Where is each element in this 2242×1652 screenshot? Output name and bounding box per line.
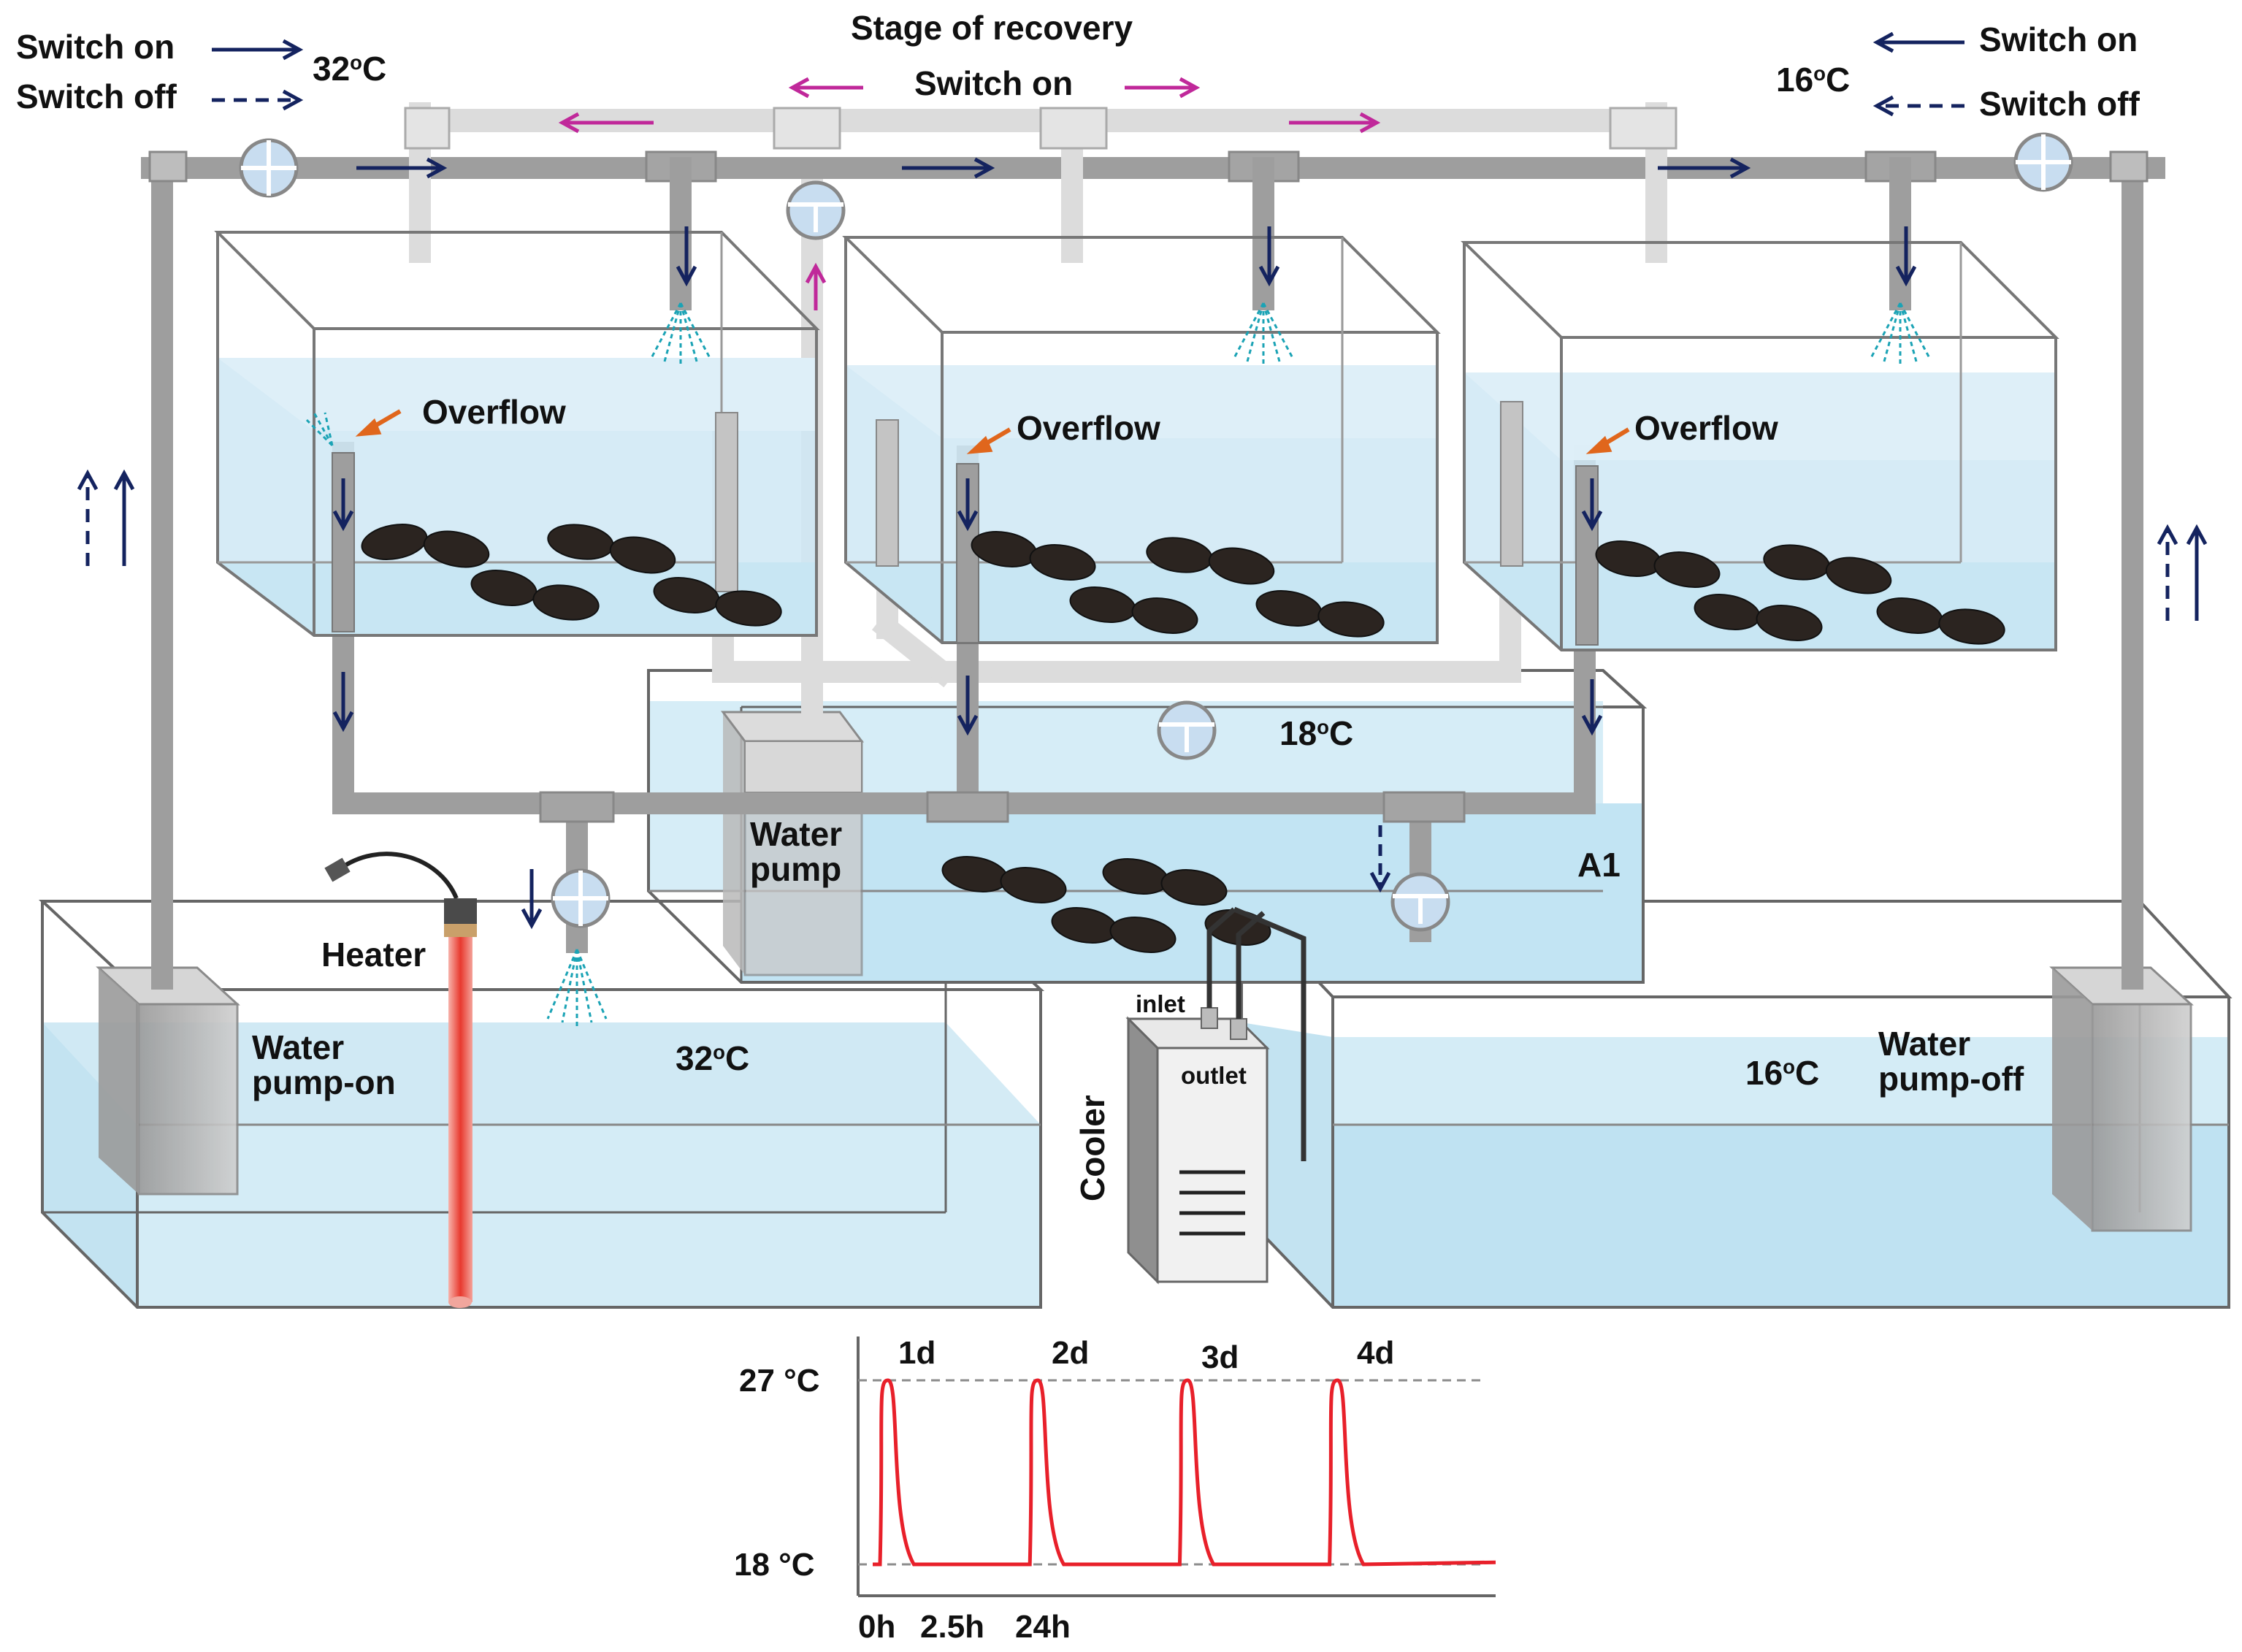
hot-tank-temp: 32oC — [676, 1039, 750, 1077]
peak-label-2d: 2d — [1052, 1335, 1090, 1371]
flow-arrows — [77, 157, 2208, 930]
inlet-label: inlet — [1136, 990, 1185, 1017]
legend-arrows — [212, 31, 1964, 117]
outlet-label: outlet — [1181, 1062, 1247, 1089]
peak-label-1d: 1d — [898, 1335, 936, 1371]
a1-temp: 18oC — [1279, 714, 1354, 752]
heater-icon — [324, 852, 477, 1308]
valve-hot-tank[interactable] — [551, 868, 611, 928]
overflow-pointers — [355, 409, 1630, 454]
peak-label-3d: 3d — [1201, 1339, 1239, 1375]
peak-label-4d: 4d — [1357, 1335, 1395, 1371]
overflow-label-2: Overflow — [1017, 409, 1160, 447]
heater-label: Heater — [321, 936, 426, 974]
recovery-legend-arrows — [788, 77, 1201, 99]
x-tick-24h: 24h — [1015, 1609, 1071, 1645]
left-water-pump — [96, 966, 240, 1196]
mussels — [361, 524, 2005, 953]
valve-cold-tank[interactable] — [1390, 872, 1450, 932]
center-water-pump — [721, 711, 864, 976]
temperature-chart — [857, 1336, 1496, 1597]
cooler-label: Cooler — [1074, 1095, 1112, 1201]
overflow-label-1: Overflow — [422, 393, 566, 431]
legend-right-switch-on: Switch on — [1979, 20, 2138, 58]
a1-label: A1 — [1577, 846, 1621, 884]
legend-right-temp: 16oC — [1776, 61, 1851, 99]
valve-top-left[interactable] — [239, 138, 299, 198]
overflow-label-3: Overflow — [1634, 409, 1778, 447]
legend-left-switch-off: Switch off — [16, 77, 177, 115]
valve-top-right[interactable] — [2013, 132, 2073, 192]
right-water-pump — [2049, 966, 2194, 1232]
sprinkler-heads — [305, 302, 1931, 1026]
y-tick-18: 18 °C — [734, 1547, 815, 1583]
legend-left-switch-on: Switch on — [16, 28, 175, 66]
cold-tank-temp: 16oC — [1745, 1054, 1820, 1092]
recovery-title: Stage of recovery — [851, 9, 1133, 47]
legend-left-temp: 32oC — [313, 50, 387, 88]
recovery-switch-on: Switch on — [914, 64, 1074, 102]
valve-recovery[interactable] — [786, 180, 846, 240]
recovery-flow-arrows — [558, 112, 1381, 310]
x-tick-2-5h: 2.5h — [920, 1609, 985, 1645]
y-tick-27: 27 °C — [739, 1363, 820, 1399]
valve-a1-return[interactable] — [1157, 700, 1217, 760]
valves — [239, 132, 2073, 932]
x-tick-0h: 0h — [858, 1609, 896, 1645]
pipe-network — [141, 102, 2165, 990]
cooler-icon — [1125, 906, 1306, 1285]
temperature-curve — [873, 1378, 1496, 1567]
legend-right-switch-off: Switch off — [1979, 85, 2140, 123]
